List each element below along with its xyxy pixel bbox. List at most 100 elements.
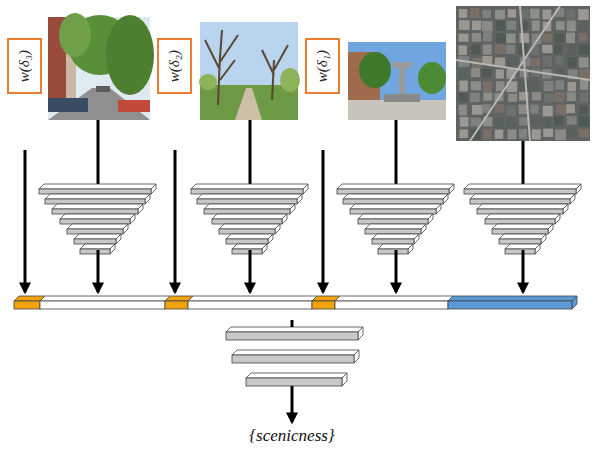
- city-block: [470, 118, 481, 127]
- city-block: [579, 44, 589, 54]
- fountain: [392, 62, 412, 68]
- city-block: [508, 9, 516, 17]
- cnn-layer: [204, 204, 295, 214]
- slab-front: [188, 301, 312, 309]
- city-block: [483, 32, 492, 41]
- cnn-layer: [485, 214, 560, 224]
- slab-top: [485, 214, 560, 219]
- slab-side: [535, 244, 540, 254]
- city-block: [580, 93, 588, 103]
- cnn-layer: [67, 224, 128, 234]
- cnn-layer: [197, 194, 302, 204]
- street-photo: [48, 13, 154, 120]
- city-block: [530, 9, 539, 19]
- city-block: [566, 128, 576, 137]
- feature-segment: [188, 296, 317, 309]
- city-block: [579, 69, 590, 79]
- slab-side: [123, 224, 128, 234]
- city-block: [544, 94, 555, 103]
- city-block: [554, 33, 564, 42]
- city-block: [482, 21, 492, 32]
- slab-front: [358, 219, 428, 224]
- weight-label: w(δ₃): [16, 50, 33, 82]
- city-block: [458, 45, 466, 55]
- slab-top: [219, 224, 280, 229]
- flow-line: [291, 320, 294, 327]
- slab-top: [492, 224, 553, 229]
- cnn-layer: [337, 184, 454, 194]
- city-block: [482, 10, 491, 18]
- city-block: [459, 81, 468, 92]
- feature-segment: [448, 296, 577, 309]
- city-block: [483, 93, 492, 101]
- slab-side: [541, 234, 546, 244]
- slab-side: [145, 194, 150, 204]
- slab-side: [576, 184, 581, 194]
- slab-front: [335, 301, 448, 309]
- weight-box: w(δ₁): [305, 38, 340, 94]
- flow-arrow: [97, 250, 100, 292]
- city-block: [472, 21, 481, 30]
- slab-top: [226, 234, 273, 239]
- slab-front: [485, 219, 555, 224]
- flow-line: [97, 120, 100, 186]
- cnn-layer: [226, 234, 273, 244]
- city-block: [567, 92, 576, 101]
- slab-top: [372, 234, 419, 239]
- city-block: [483, 44, 492, 54]
- city-block: [470, 8, 479, 18]
- slab-top: [448, 296, 577, 301]
- slab-top: [499, 234, 546, 239]
- city-block: [578, 33, 586, 41]
- cnn-layer: [372, 234, 419, 244]
- city-block: [543, 118, 552, 128]
- slab-side: [110, 244, 115, 254]
- city-block: [554, 116, 563, 126]
- output-label: {scenicness}: [249, 426, 334, 446]
- cnn-pyramid: [464, 184, 581, 254]
- city-block: [530, 105, 538, 114]
- slab-top: [188, 296, 317, 301]
- slab-front: [477, 209, 563, 214]
- city-block: [544, 81, 554, 91]
- fc-layer: [226, 327, 363, 340]
- slab-side: [268, 234, 273, 244]
- slab-top: [204, 204, 295, 209]
- city-block: [542, 45, 552, 53]
- city-block: [506, 45, 515, 54]
- fc-layers: [226, 327, 363, 386]
- bare-tree: [205, 30, 288, 105]
- city-block: [543, 10, 552, 20]
- slab-side: [428, 214, 433, 224]
- slab-front: [448, 301, 572, 309]
- slab-front: [197, 199, 297, 204]
- city-block: [506, 57, 517, 65]
- weight-box: w(δ₃): [7, 38, 42, 94]
- slab-top: [365, 224, 426, 229]
- slab-front: [337, 189, 449, 194]
- city-block: [578, 9, 589, 20]
- cnn-layer: [52, 204, 143, 214]
- photo-foliage: [418, 62, 446, 94]
- city-block: [579, 21, 587, 32]
- cnn-pyramid: [337, 184, 454, 254]
- slab-side: [414, 234, 419, 244]
- slab-top: [470, 194, 575, 199]
- slab-side: [130, 214, 135, 224]
- slab-top: [60, 214, 135, 219]
- feature-segment: [335, 296, 453, 309]
- city-block: [496, 69, 504, 78]
- city-block: [568, 44, 577, 54]
- slab-front: [343, 199, 443, 204]
- city-block: [495, 130, 504, 139]
- flow-arrow: [24, 150, 27, 292]
- city-block: [531, 117, 541, 126]
- city-block: [470, 93, 480, 102]
- city-block: [459, 70, 468, 79]
- city-block: [496, 33, 507, 43]
- slab-side: [436, 204, 441, 214]
- cnn-layer: [477, 204, 568, 214]
- slab-side: [548, 224, 553, 234]
- city-block: [566, 104, 575, 113]
- city-block: [579, 57, 589, 67]
